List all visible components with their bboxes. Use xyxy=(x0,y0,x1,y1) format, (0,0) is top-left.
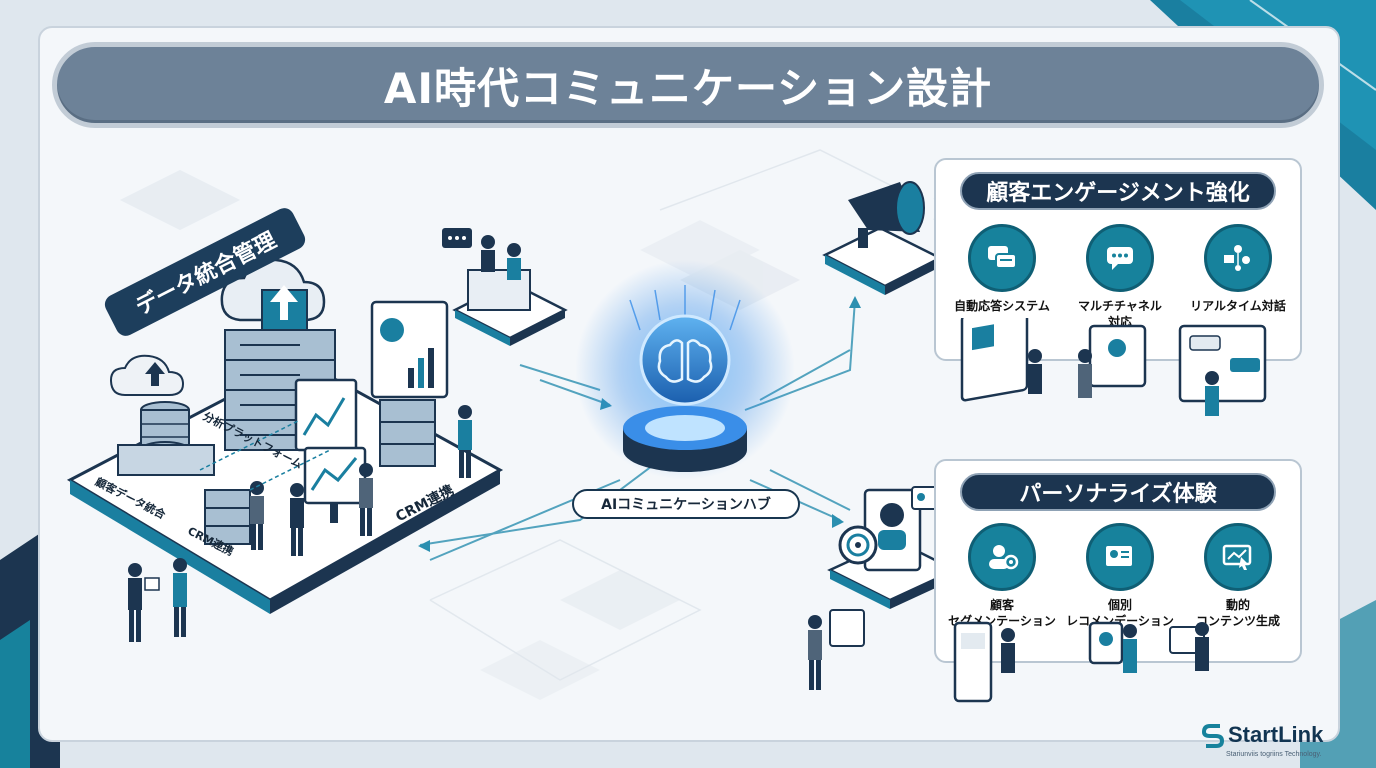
server-stack-small xyxy=(379,399,436,467)
profile-card-icon xyxy=(1086,523,1154,591)
feature-auto-response: 自動応答システム xyxy=(932,224,1072,314)
personalize-illustration xyxy=(953,621,1209,703)
brand-tagline: Stariunviis togriins Technology. xyxy=(1226,751,1322,758)
target-station xyxy=(808,486,958,690)
chart-screen-top xyxy=(370,300,449,399)
analyst-screen xyxy=(303,446,367,523)
brain-icon xyxy=(657,339,713,383)
ai-hub xyxy=(575,260,795,480)
network-contact-icon xyxy=(1204,224,1272,292)
cloud-upload-small xyxy=(109,354,185,396)
feature-multichannel: マルチチャネル 対応 xyxy=(1050,224,1190,330)
feature-realtime: リアルタイム対話 xyxy=(1168,224,1308,314)
user-target-icon xyxy=(968,523,1036,591)
feature-label: リアルタイム対話 xyxy=(1190,299,1286,313)
title-bar: AI時代コミュニケーション設計 xyxy=(52,42,1324,128)
chart-screen-middle xyxy=(294,378,358,452)
engagement-illustration xyxy=(960,318,1267,416)
cursor-screen-icon xyxy=(1204,523,1272,591)
brand-name: StartLink xyxy=(1228,722,1324,747)
feature-segmentation: 顧客 セグメンテーション xyxy=(932,523,1072,629)
people-left xyxy=(128,405,472,642)
personalize-title: パーソナライズ体験 xyxy=(960,473,1276,511)
server-stack-large xyxy=(224,329,336,451)
personalize-panel: パーソナライズ体験 顧客 セグメンテーション 個別 レコメンデーション 動的 コ… xyxy=(934,459,1302,663)
engagement-title: 顧客エンゲージメント強化 xyxy=(960,172,1276,210)
data-platform xyxy=(66,258,504,642)
startlink-logo-icon xyxy=(1202,724,1224,748)
server-stack-crm xyxy=(204,489,251,545)
brand: StartLink xyxy=(1202,722,1323,748)
database-stack xyxy=(117,401,215,476)
service-desk xyxy=(442,228,568,346)
message-dots-icon xyxy=(1086,224,1154,292)
feature-recommendation: 個別 レコメンデーション xyxy=(1050,523,1190,629)
feature-dynamic-content: 動的 コンテンツ生成 xyxy=(1168,523,1308,629)
feature-label: 動的 コンテンツ生成 xyxy=(1195,598,1280,628)
hub-label: AIコミュニケーションハブ xyxy=(572,489,800,519)
page-title: AI時代コミュニケーション設計 xyxy=(383,63,993,113)
feature-label: 自動応答システム xyxy=(954,299,1050,313)
megaphone-station xyxy=(822,181,943,295)
chat-bubbles-icon xyxy=(968,224,1036,292)
